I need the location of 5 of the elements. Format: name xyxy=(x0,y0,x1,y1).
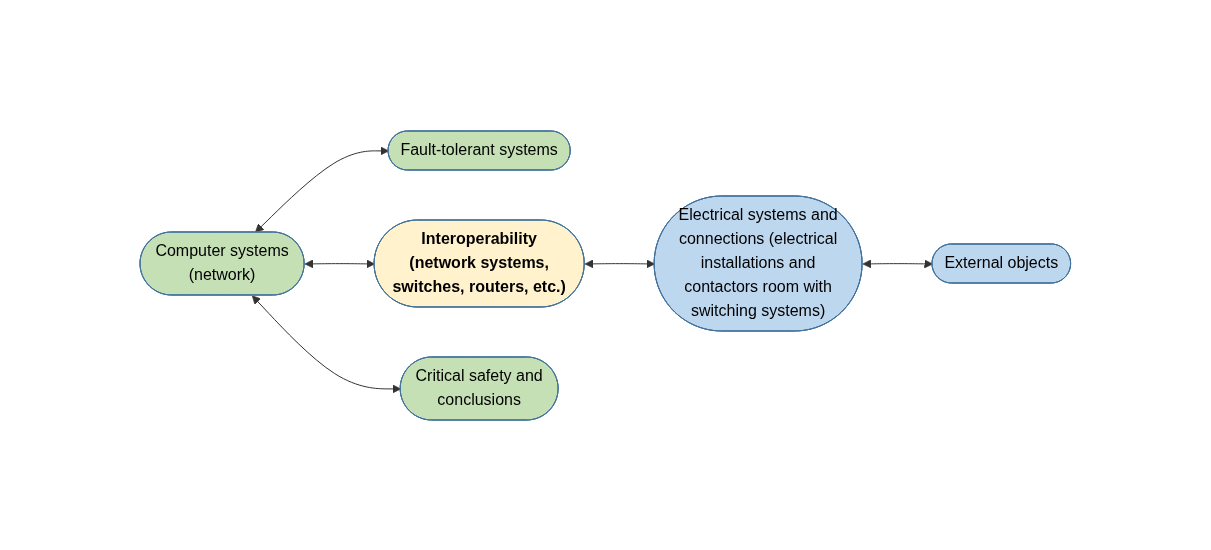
arrow xyxy=(252,294,402,393)
arrow xyxy=(304,258,376,268)
arrow xyxy=(584,258,656,268)
arrow xyxy=(255,146,390,233)
arrow xyxy=(862,258,934,268)
